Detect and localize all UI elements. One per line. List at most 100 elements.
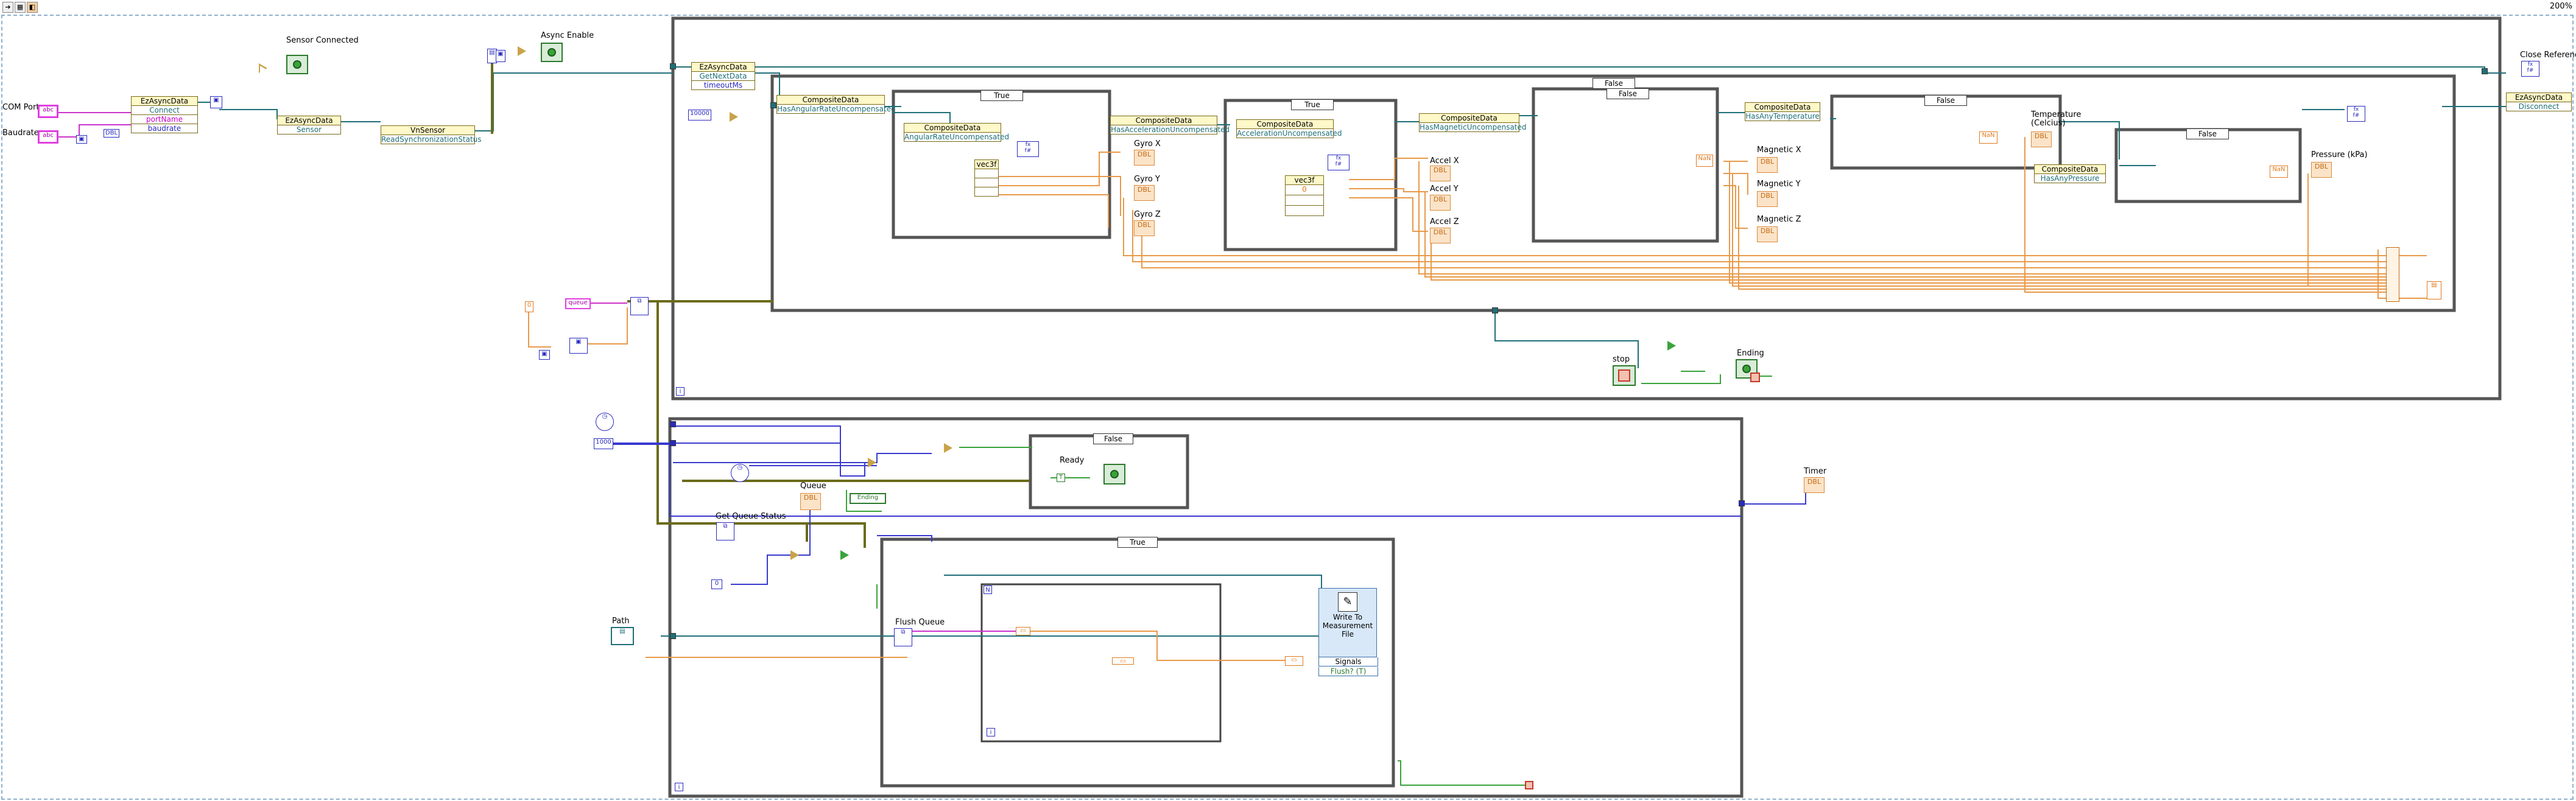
pressure-indicator: DBL (2311, 162, 2332, 178)
iteration-terminal-inner: i (987, 728, 995, 736)
baudrate-label: Baudrate (2, 128, 39, 138)
composite-data-has-pressure[interactable]: CompositeData HasAnyPressure (2034, 164, 2106, 183)
nan-constant-mag: NaN (1696, 155, 1713, 167)
ez-async-data-connect[interactable]: EzAsyncData Connect portName baudrate (131, 96, 198, 133)
ez-async-data-baudrate: baudrate (131, 124, 198, 133)
case-selector-gyro[interactable]: True (980, 90, 1023, 101)
ez-async-data-sensor[interactable]: EzAsyncData Sensor (277, 116, 341, 135)
vec3f-1-head: vec3f (974, 159, 999, 169)
case-mag (1532, 87, 1719, 243)
path-control[interactable]: ▤ (611, 627, 634, 645)
vec3f-gyro-node[interactable]: vec3f (974, 159, 999, 197)
nan-constant-temp: NaN (1979, 131, 1997, 144)
nan-constant-pressure: NaN (2270, 166, 2288, 178)
accel-y-label: Accel Y (1430, 184, 1459, 194)
composite-data-has-angular[interactable]: CompositeData HasAngularRateUncompensate… (776, 95, 896, 114)
accel-z-label: Accel Z (1430, 217, 1459, 226)
com-port-label: COM Port (2, 103, 40, 112)
compare-node-1 (868, 458, 876, 467)
case-selector-pressure[interactable]: False (2186, 128, 2229, 139)
and-node (518, 46, 526, 56)
ending-local-variable: Ending (850, 493, 886, 504)
case-selector-mag[interactable]: False (1606, 88, 1649, 99)
stop-terminal-bottom (1525, 781, 1533, 789)
composite-data-has-accel[interactable]: CompositeData HasAccelerationUncompensat… (1110, 116, 1230, 135)
case-selector-ready[interactable]: False (1093, 433, 1133, 444)
index-node: ▣ (496, 50, 505, 62)
composite-4-head: CompositeData (1236, 119, 1334, 129)
get-queue-status-node[interactable]: ⧉ (716, 522, 734, 540)
case-selector-temp[interactable]: False (1924, 95, 1967, 106)
vec3f-accel-node[interactable]: vec3f 0 (1285, 175, 1324, 216)
flush-queue-node[interactable]: ⧉ (894, 628, 912, 646)
queue-type-node: ▣ (569, 338, 588, 354)
vn-sensor-node[interactable]: VnSensor ReadSynchronizationStatus (381, 125, 482, 144)
case-temp (1830, 94, 2062, 170)
vec3f-1-row-x (974, 169, 999, 178)
vec3f-2-row-1 (1285, 195, 1324, 206)
case-selector-outer[interactable]: False (1592, 78, 1635, 89)
accel-z-indicator: DBL (1430, 228, 1451, 243)
ez-async-data-portname: portName (131, 115, 198, 124)
ez-async-data-timeout-row: timeoutMs (691, 81, 755, 90)
iteration-terminal-bottom: i (675, 783, 683, 791)
composite-data-has-mag[interactable]: CompositeData HasMagneticUncompensated (1419, 113, 1527, 132)
composite-6-head: CompositeData (1745, 102, 1820, 112)
write-measurement-file-vi[interactable]: ✎ Write To Measurement File (1318, 588, 1377, 657)
composite-4-row: AccelerationUncompensated (1236, 129, 1342, 138)
async-enable-led (547, 48, 556, 57)
accel-y-indicator: DBL (1430, 195, 1451, 211)
baudrate-control[interactable]: abc (38, 130, 58, 144)
tunnel-4 (670, 421, 676, 427)
ez-async-data-disconnect-row: Disconnect (2506, 102, 2572, 111)
elapsed-timer-node: ◷ (731, 464, 749, 482)
or-node-2 (840, 550, 849, 560)
sensor-connected-indicator (286, 55, 308, 74)
write-file-title: Write To Measurement File (1322, 613, 1373, 638)
composite-5-head: CompositeData (1419, 113, 1519, 123)
obtain-queue-node[interactable]: ⧉ (630, 297, 649, 315)
run-arrow-icon[interactable]: ➔ (2, 2, 13, 13)
zoom-level[interactable]: 200% (2549, 2, 2572, 11)
composite-6-row: HasAnyTemperature (1745, 112, 1820, 121)
ez-async-data-getnextdata[interactable]: EzAsyncData GetNextData timeoutMs (691, 62, 755, 90)
magnetic-z-label: Magnetic Z (1757, 215, 1801, 224)
queue-name-constant: queue (565, 298, 591, 309)
close-reference-label: Close Reference (2520, 51, 2576, 60)
accel-x-indicator: DBL (1430, 166, 1451, 181)
composite-data-accel[interactable]: CompositeData AccelerationUncompensated (1236, 119, 1342, 138)
conversion-node: ▣ (76, 135, 87, 144)
gyro-z-indicator: DBL (1134, 220, 1155, 236)
not-equal-inner (260, 66, 266, 73)
ms-constant: 1000 (594, 438, 613, 449)
blocks-icon[interactable]: ▦ (15, 2, 26, 13)
magnetic-y-indicator: DBL (1757, 191, 1778, 207)
case-selector-accel[interactable]: True (1291, 99, 1334, 110)
ending-label: Ending (1737, 349, 1764, 358)
case-selector-write[interactable]: True (1117, 537, 1158, 548)
flush-queue-label: Flush Queue (895, 618, 945, 627)
composite-3-head: CompositeData (1110, 116, 1217, 125)
composite-3-row: HasAccelerationUncompensated (1110, 125, 1230, 135)
ez-async-data-sensor-row: Sensor (277, 125, 341, 135)
write-file-icon: ✎ (1338, 592, 1357, 612)
pressure-label: Pressure (kPa) (2311, 150, 2368, 159)
enqueue-node: ▤ (2427, 281, 2441, 299)
top-while-loop (671, 16, 2502, 400)
composite-1-head: CompositeData (776, 95, 885, 105)
async-enable-label: Async Enable (541, 31, 594, 40)
palette-icon[interactable]: ◧ (27, 2, 38, 13)
gyro-y-label: Gyro Y (1134, 175, 1160, 184)
timer-label: Timer (1804, 467, 1827, 476)
stop-button-control[interactable] (1613, 365, 1636, 386)
composite-data-angular[interactable]: CompositeData AngularRateUncompensated (904, 123, 1009, 142)
com-port-control[interactable]: abc (38, 105, 58, 118)
get-queue-status-label: Get Queue Status (716, 512, 786, 521)
composite-7-head: CompositeData (2034, 164, 2106, 174)
ez-async-data-disconnect[interactable]: EzAsyncData Disconnect (2506, 93, 2572, 111)
tunnel-7 (670, 633, 676, 639)
composite-data-has-temp[interactable]: CompositeData HasAnyTemperature (1745, 102, 1820, 121)
